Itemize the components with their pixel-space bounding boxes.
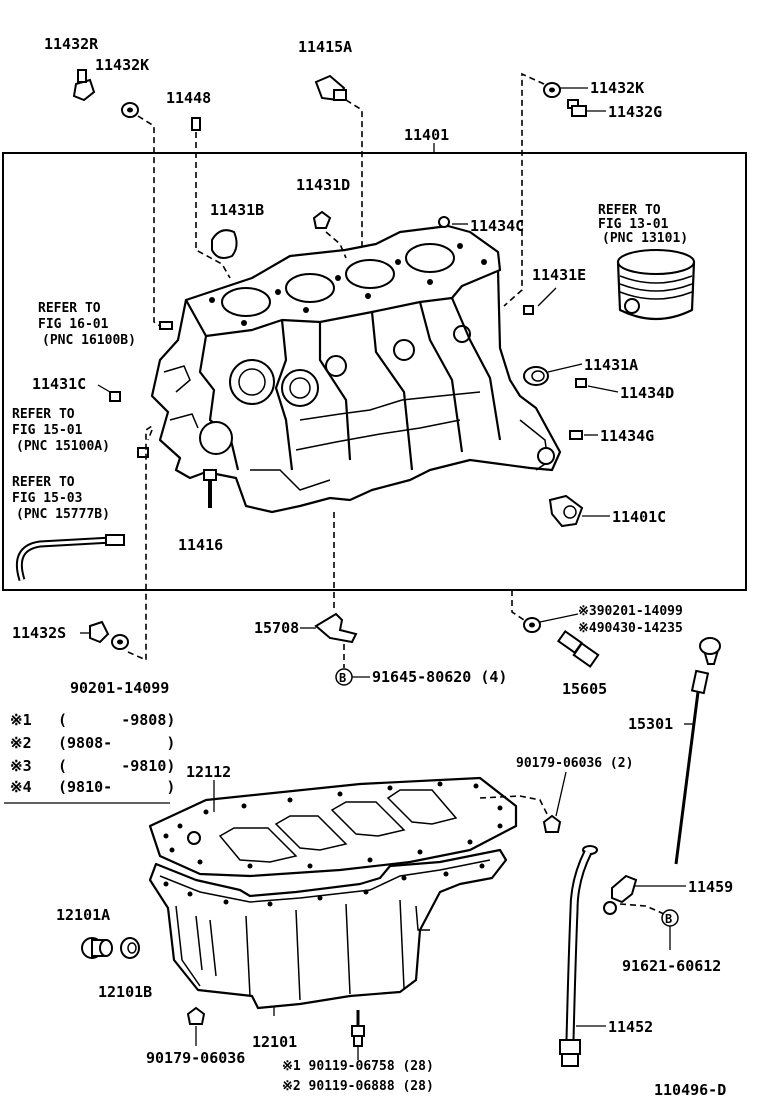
part-11459-clamp[interactable] bbox=[603, 874, 638, 915]
label-91645-80620: 91645-80620 (4) bbox=[372, 668, 507, 686]
part-11415A[interactable] bbox=[314, 74, 347, 102]
part-11431B[interactable] bbox=[211, 229, 238, 259]
label-3-90201-14099: ※390201-14099 bbox=[578, 604, 683, 619]
part-11434D[interactable] bbox=[575, 378, 587, 388]
ref-piston-line3: (PNC 13101) bbox=[602, 231, 688, 246]
label-11434G: 11434G bbox=[600, 427, 654, 445]
part-90201-14099-washer[interactable] bbox=[111, 634, 129, 650]
label-11432S: 11432S bbox=[12, 624, 66, 642]
label-90119-06758: ※1 90119-06758 (28) bbox=[282, 1059, 434, 1074]
ref-fig16-line2[interactable]: FIG 16-01 bbox=[38, 317, 109, 332]
label-12101A: 12101A bbox=[56, 906, 110, 924]
part-11431A[interactable] bbox=[523, 366, 549, 386]
footnote-4-range: (9810- ) bbox=[58, 778, 175, 796]
circle-mark-b-top: B bbox=[335, 668, 353, 686]
label-90201-14099: 90201-14099 bbox=[70, 679, 169, 697]
label-11415A: 11415A bbox=[298, 38, 352, 56]
part-11448[interactable] bbox=[191, 117, 201, 131]
label-90119-06888: ※2 90119-06888 (28) bbox=[282, 1079, 434, 1094]
dowel-pin-icon bbox=[159, 321, 173, 330]
part-11434C[interactable] bbox=[438, 216, 450, 228]
svg-text:B: B bbox=[665, 912, 672, 926]
svg-text:B: B bbox=[339, 671, 346, 685]
ref-fig15-03-line2[interactable]: FIG 15-03 bbox=[12, 491, 82, 506]
part-11416[interactable] bbox=[203, 469, 217, 508]
label-90179-06036: 90179-06036 bbox=[146, 1049, 245, 1067]
part-11432K-left[interactable] bbox=[121, 102, 139, 118]
label-15708: 15708 bbox=[254, 619, 299, 637]
part-12101A[interactable] bbox=[81, 937, 113, 959]
label-12101B: 12101B bbox=[98, 983, 152, 1001]
ref-fig16-line1[interactable]: REFER TO bbox=[38, 301, 101, 316]
label-15301: 15301 bbox=[628, 715, 673, 733]
footnote-4-mark: ※4 bbox=[10, 778, 32, 796]
part-90179-06036[interactable] bbox=[186, 1006, 206, 1025]
label-11432R: 11432R bbox=[44, 35, 99, 53]
label-11431A: 11431A bbox=[584, 356, 638, 374]
label-11431C: 11431C bbox=[32, 375, 86, 393]
footnote-1-mark: ※1 bbox=[10, 711, 32, 729]
cylinder-block[interactable] bbox=[150, 224, 562, 514]
label-11432K-right: 11432K bbox=[590, 79, 644, 97]
part-11452-dipstick-guide[interactable] bbox=[559, 845, 598, 1067]
part-12112-gasket[interactable] bbox=[148, 776, 518, 878]
part-12101-oil-pan[interactable] bbox=[148, 848, 508, 1010]
label-12112: 12112 bbox=[186, 763, 231, 781]
pin-icon bbox=[137, 447, 149, 458]
footnote-2-range: (9808- ) bbox=[58, 734, 175, 752]
footnote-3-range: ( -9810) bbox=[58, 757, 175, 775]
label-4-90430-14235: ※490430-14235 bbox=[578, 621, 683, 636]
part-15708[interactable] bbox=[314, 612, 358, 644]
ref-fig15-01-line3[interactable]: (PNC 15100A) bbox=[16, 439, 110, 454]
label-11431E: 11431E bbox=[532, 266, 586, 284]
ref-piston-line1: REFER TO bbox=[598, 203, 661, 218]
label-91621-60612: 91621-60612 bbox=[622, 957, 721, 975]
part-15301-dipstick[interactable] bbox=[674, 637, 721, 865]
label-11401: 11401 bbox=[404, 126, 449, 144]
label-90179-06036-2: 90179-06036 (2) bbox=[516, 756, 633, 771]
part-11434G[interactable] bbox=[569, 430, 583, 440]
ref-fig16-line3[interactable]: (PNC 16100B) bbox=[42, 333, 136, 348]
cylinder-block-assembly-frame bbox=[2, 152, 747, 591]
footnote-3-mark: ※3 bbox=[10, 757, 32, 775]
part-11432S[interactable] bbox=[89, 620, 110, 644]
footnote-table: ※1 ( -9808) ※2 (9808- ) ※3 ( -9810) ※4 (… bbox=[4, 711, 175, 804]
ref-piston-line2: FIG 13-01 bbox=[598, 217, 669, 232]
label-11432K-left: 11432K bbox=[95, 56, 149, 74]
piston[interactable] bbox=[616, 249, 696, 320]
footnote-2-mark: ※2 bbox=[10, 734, 32, 752]
part-90179-bolt-right[interactable] bbox=[542, 814, 562, 833]
part-11432R[interactable] bbox=[72, 69, 96, 102]
part-15605[interactable] bbox=[556, 629, 600, 668]
label-11434C: 11434C bbox=[470, 217, 524, 235]
ref-fig15-03-line1[interactable]: REFER TO bbox=[12, 475, 75, 490]
label-11452: 11452 bbox=[608, 1018, 653, 1036]
label-11431D: 11431D bbox=[296, 176, 350, 194]
label-11459: 11459 bbox=[688, 878, 733, 896]
circle-mark-b-bottom: B bbox=[661, 909, 679, 927]
part-11401C[interactable] bbox=[548, 494, 584, 528]
part-11432K-right[interactable] bbox=[543, 82, 561, 98]
part-11431C[interactable] bbox=[109, 391, 121, 402]
label-11416: 11416 bbox=[178, 536, 223, 554]
diagram-id-code: 110496-D bbox=[654, 1081, 726, 1099]
footnote-1-range: ( -9808) bbox=[58, 711, 175, 729]
part-11431D[interactable] bbox=[312, 210, 332, 229]
part-90119-bolt[interactable] bbox=[351, 1010, 365, 1047]
ref-fig15-01-line1[interactable]: REFER TO bbox=[12, 407, 75, 422]
part-11432G[interactable] bbox=[567, 99, 587, 117]
ref-fig15-01-line2[interactable]: FIG 15-01 bbox=[12, 423, 83, 438]
label-11434D: 11434D bbox=[620, 384, 674, 402]
label-11432G: 11432G bbox=[608, 103, 662, 121]
label-11401C: 11401C bbox=[612, 508, 666, 526]
label-11431B: 11431B bbox=[210, 201, 264, 219]
part-90201-washer-right[interactable] bbox=[523, 617, 541, 633]
part-12101B[interactable] bbox=[120, 937, 140, 959]
part-11431E[interactable] bbox=[523, 305, 534, 315]
label-12101: 12101 bbox=[252, 1033, 297, 1051]
ref-fig15-03-line3[interactable]: (PNC 15777B) bbox=[16, 507, 110, 522]
label-11448: 11448 bbox=[166, 89, 211, 107]
label-15605: 15605 bbox=[562, 680, 607, 698]
